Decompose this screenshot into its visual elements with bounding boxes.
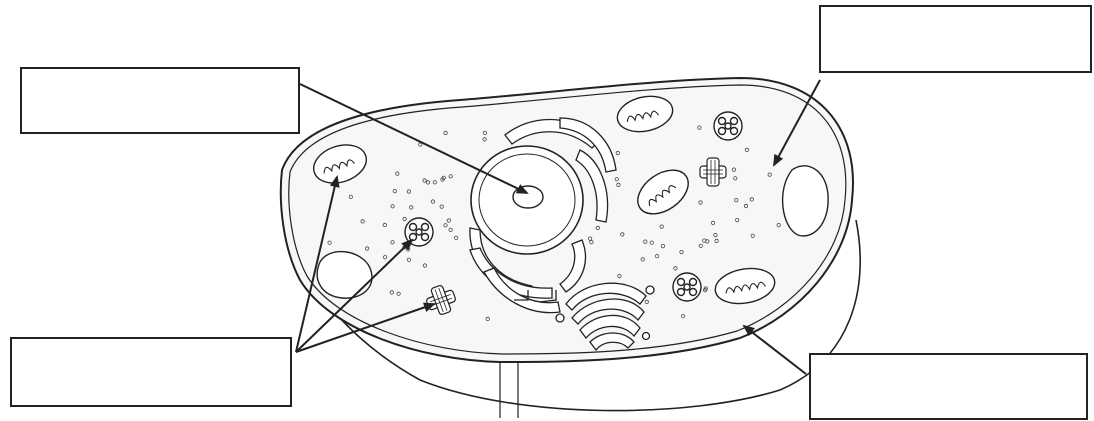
label-box-organelles[interactable]	[10, 337, 292, 407]
label-box-membrane[interactable]	[809, 353, 1088, 420]
label-box-cytoplasm[interactable]	[819, 5, 1092, 73]
nucleus	[471, 146, 583, 254]
label-box-nucleus[interactable]	[20, 67, 300, 134]
lysosome	[673, 273, 701, 301]
lysosome	[714, 112, 742, 140]
vacuole	[783, 166, 829, 236]
